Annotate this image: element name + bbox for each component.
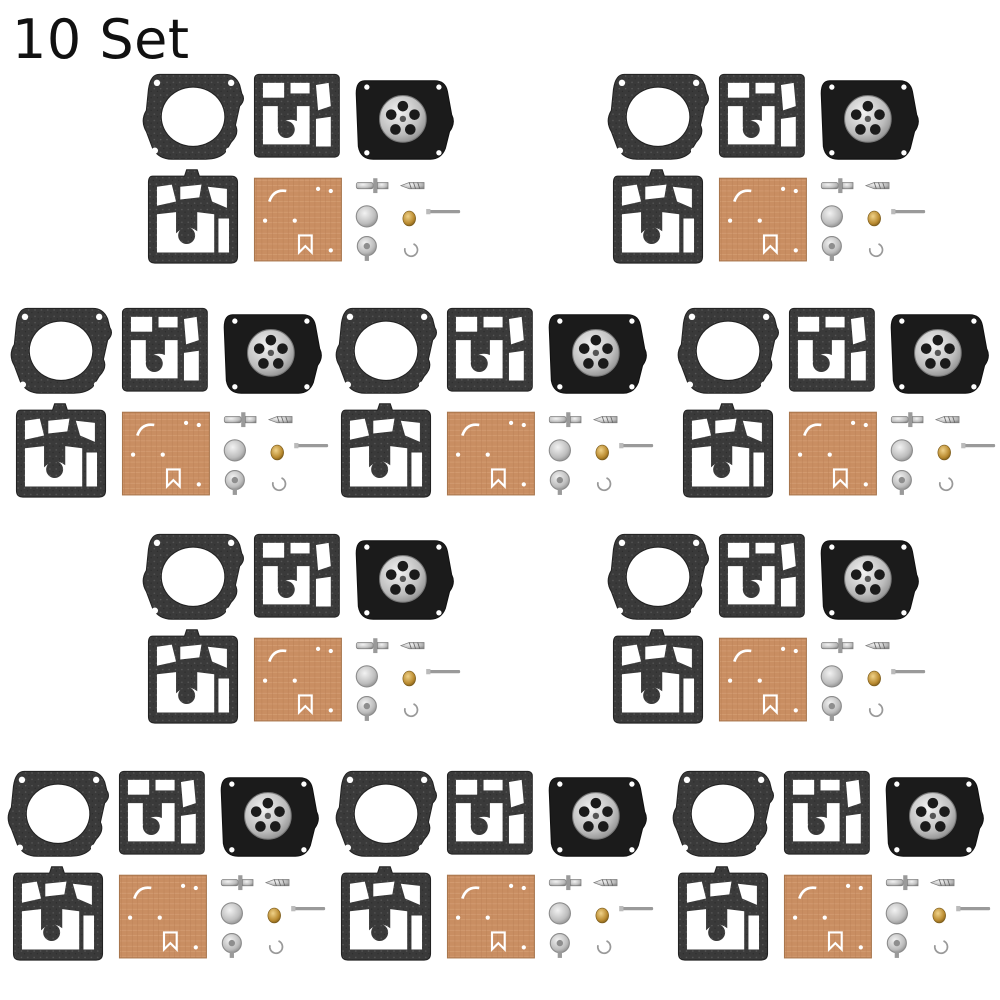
carburetor-kit: [9, 307, 330, 499]
kit-parts: [606, 73, 927, 265]
kit-parts: [606, 533, 927, 725]
kit-parts: [141, 73, 462, 265]
kit-parts: [141, 533, 462, 725]
carburetor-kit: [141, 533, 462, 725]
carburetor-kit: [334, 770, 655, 962]
carburetor-kit: [676, 307, 997, 499]
kit-parts: [9, 307, 330, 499]
kit-parts: [334, 307, 655, 499]
carburetor-kit: [334, 307, 655, 499]
kit-parts: [334, 770, 655, 962]
kit-parts: [671, 770, 992, 962]
page-title: 10 Set: [12, 8, 190, 71]
carburetor-kit: [141, 73, 462, 265]
carburetor-kit: [606, 73, 927, 265]
carburetor-kit: [6, 770, 327, 962]
carburetor-kit: [606, 533, 927, 725]
kit-parts: [6, 770, 327, 962]
kit-parts: [676, 307, 997, 499]
carburetor-kit: [671, 770, 992, 962]
